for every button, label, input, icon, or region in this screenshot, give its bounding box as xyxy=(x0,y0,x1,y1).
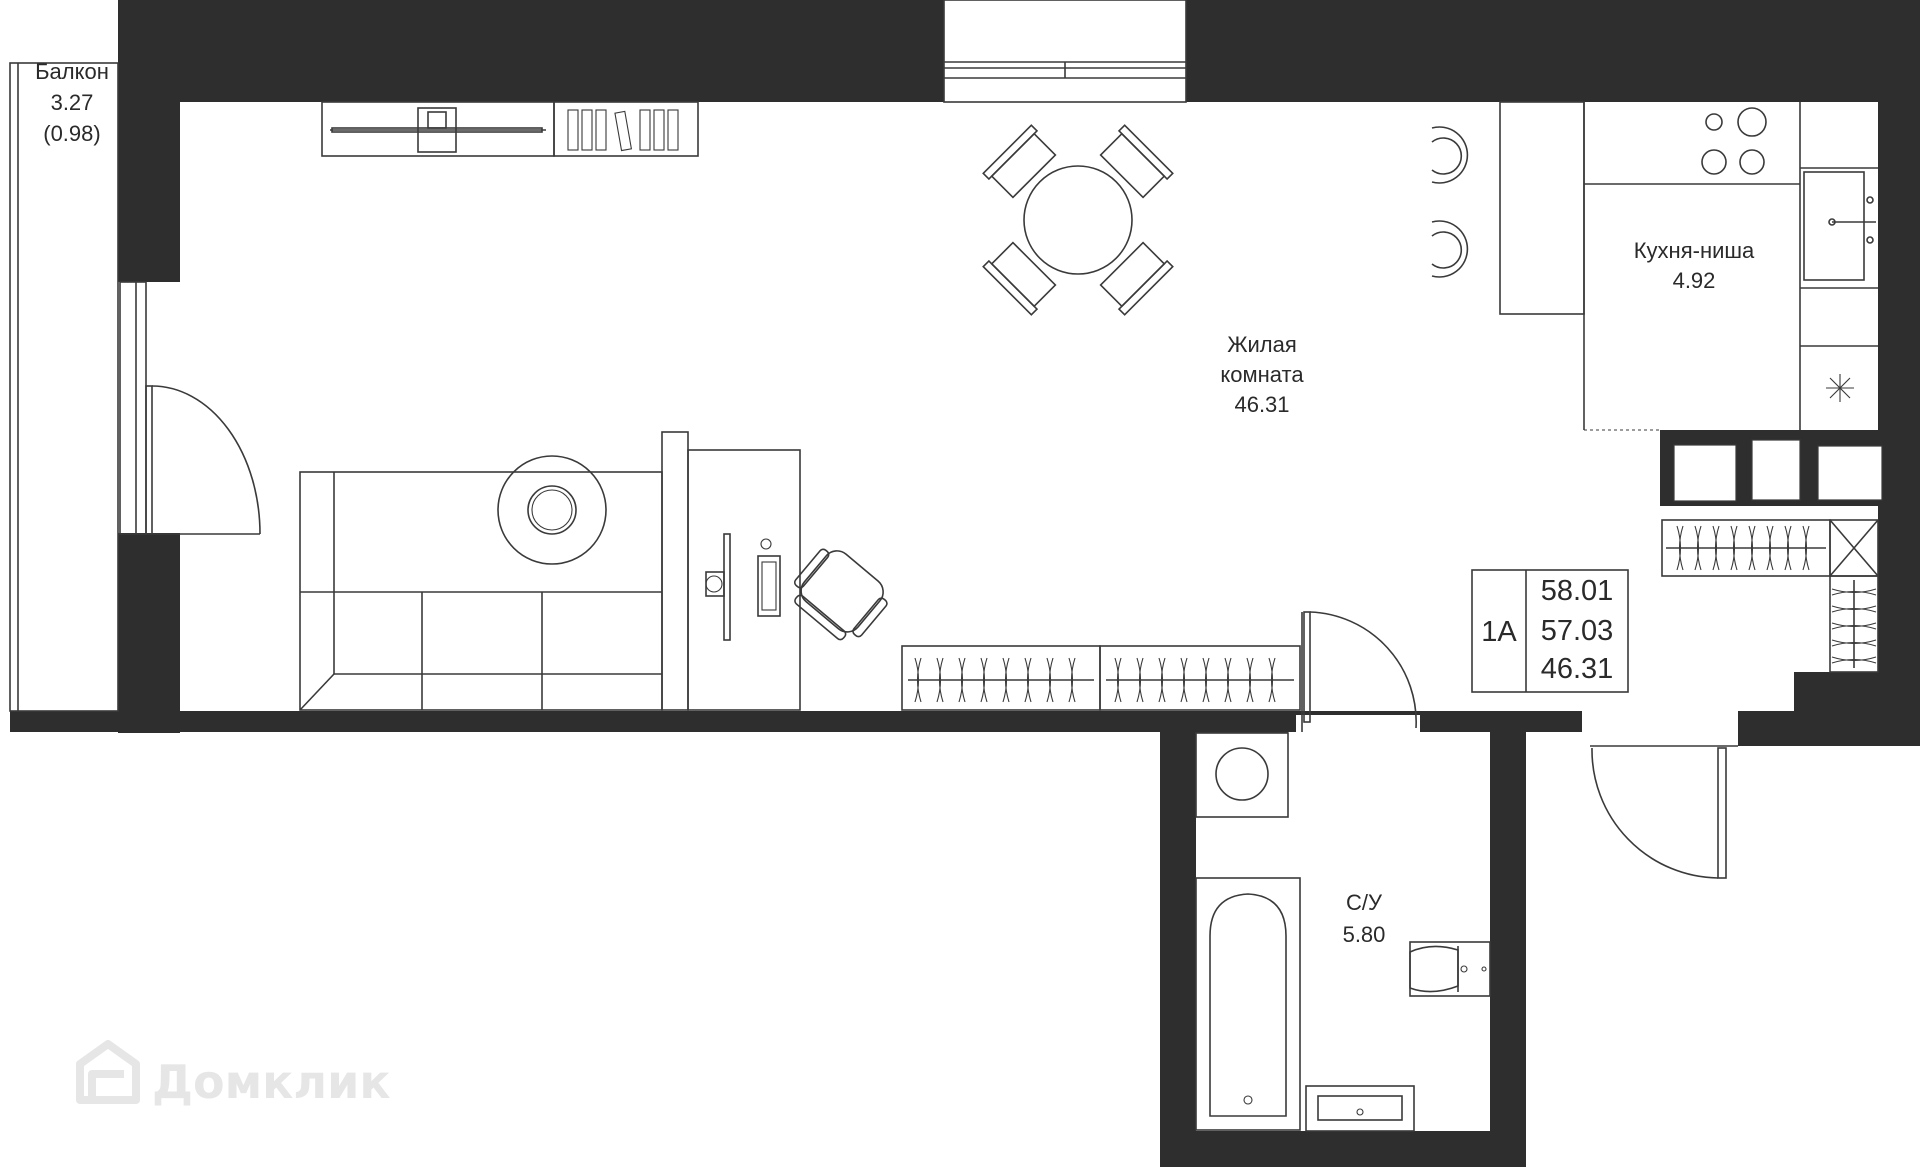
kitchen-name: Кухня-ниша xyxy=(1634,238,1755,263)
total-area: 58.01 xyxy=(1541,575,1614,607)
watermark-text: Домклик xyxy=(152,1055,391,1109)
domclick-watermark: Домклик xyxy=(76,1040,391,1109)
living-room-area: 46.31 xyxy=(1234,392,1289,417)
hanger xyxy=(1024,657,1032,703)
balcony-area-reduced: (0.98) xyxy=(43,121,100,146)
wall-openings xyxy=(1296,439,1883,746)
house-icon xyxy=(76,1040,140,1104)
hanger xyxy=(1676,525,1684,571)
area-without-balcony: 57.03 xyxy=(1541,615,1614,647)
hanger xyxy=(914,657,922,703)
hanger xyxy=(1068,657,1076,703)
hanger xyxy=(1246,657,1254,703)
hanger xyxy=(1831,639,1877,647)
bathroom-door xyxy=(1301,611,1417,732)
balcony-door xyxy=(119,281,261,535)
living-area-total: 46.31 xyxy=(1541,653,1614,685)
living-room-name-1: Жилая xyxy=(1227,332,1297,357)
hanger xyxy=(1831,588,1877,596)
hanger xyxy=(1268,657,1276,703)
hanger xyxy=(1046,657,1054,703)
hanger xyxy=(1831,656,1877,664)
hanger xyxy=(1694,525,1702,571)
walls xyxy=(10,0,1920,1167)
hangers xyxy=(914,657,1276,703)
kitchen-area: 4.92 xyxy=(1673,268,1716,293)
hanger xyxy=(936,657,944,703)
hanger xyxy=(1002,657,1010,703)
bathroom-name: С/У xyxy=(1346,890,1383,915)
apartment-info-table xyxy=(1471,569,1629,693)
hangers xyxy=(1676,525,1877,664)
top-window xyxy=(943,0,1187,103)
hanger xyxy=(1202,657,1210,703)
wardrobe-right xyxy=(1661,519,1879,673)
balcony-name: Балкон xyxy=(35,59,109,84)
hanger xyxy=(1730,525,1738,571)
kitchen-niche xyxy=(1431,101,1878,431)
bathroom-area: 5.80 xyxy=(1343,922,1386,947)
apartment-type: 1А xyxy=(1481,616,1517,648)
coffee-table xyxy=(497,455,607,565)
balcony xyxy=(9,62,119,712)
sofa xyxy=(299,471,663,711)
dining-table xyxy=(982,124,1174,316)
hanger xyxy=(958,657,966,703)
hanger xyxy=(1766,525,1774,571)
hanger xyxy=(1802,525,1810,571)
living-room-name-2: комната xyxy=(1220,362,1304,387)
balcony-area: 3.27 xyxy=(51,90,94,115)
hanger xyxy=(1136,657,1144,703)
hanger xyxy=(1831,605,1877,613)
bathroom-fixtures xyxy=(1195,732,1491,1132)
hanger xyxy=(1748,525,1756,571)
hanger xyxy=(1784,525,1792,571)
hanger xyxy=(1114,657,1122,703)
tv-stand xyxy=(321,101,699,157)
entrance-door xyxy=(1590,745,1738,879)
hanger xyxy=(980,657,988,703)
office-chair xyxy=(793,548,888,641)
desk xyxy=(661,431,801,711)
hanger xyxy=(1158,657,1166,703)
hanger xyxy=(1180,657,1188,703)
hanger xyxy=(1712,525,1720,571)
hanger xyxy=(1224,657,1232,703)
hanger xyxy=(1831,622,1877,630)
